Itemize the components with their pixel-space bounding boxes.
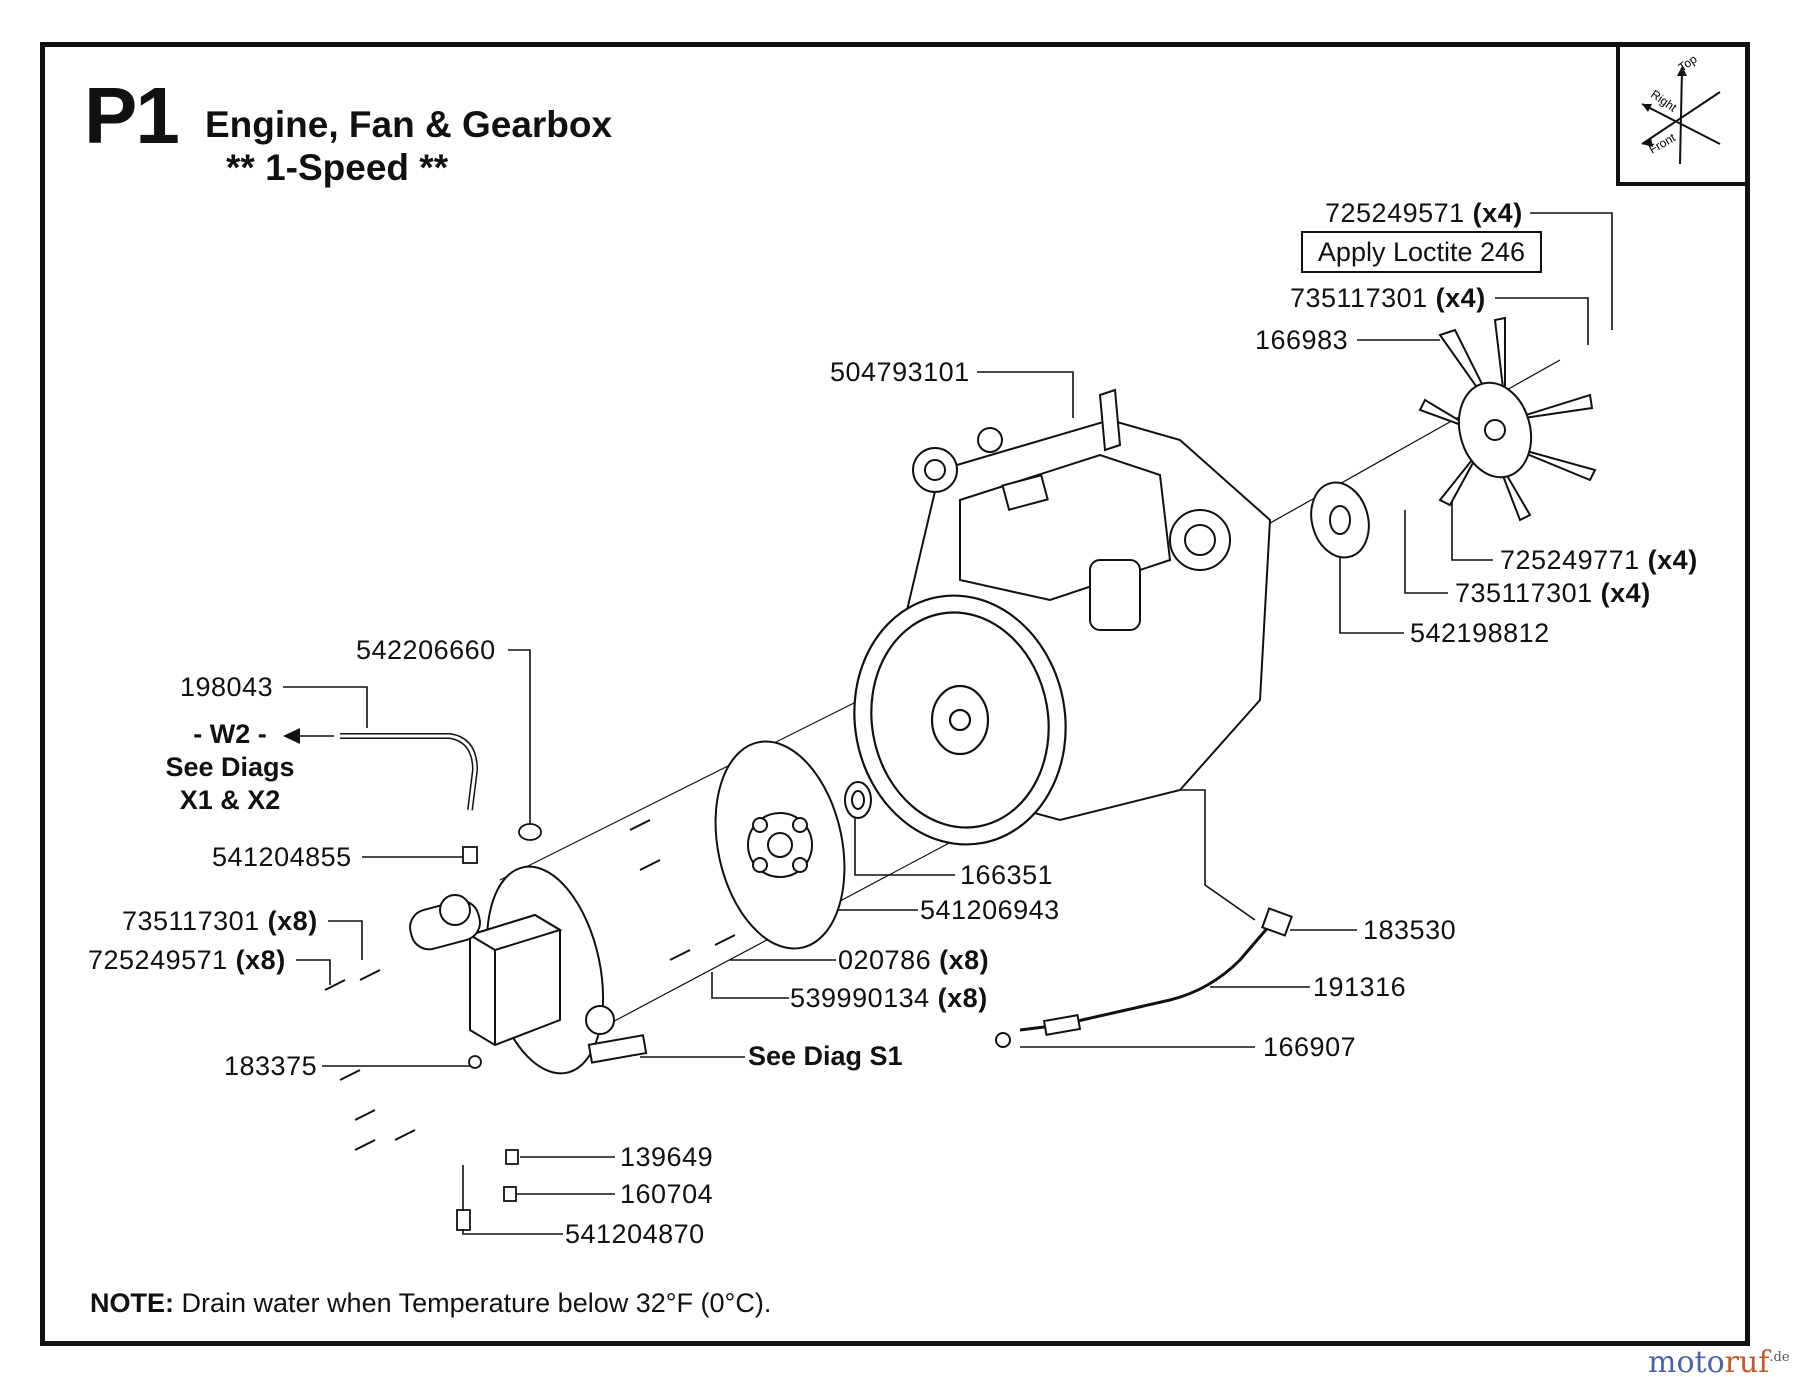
- callout-139649: 139649: [620, 1142, 714, 1172]
- callout-735117301-left: 735117301 (x8): [122, 906, 318, 937]
- diagram-subtitle: ** 1-Speed **: [226, 147, 449, 188]
- leader-542206660: [508, 649, 531, 830]
- callout-725249771: 725249771 (x4): [1500, 545, 1698, 576]
- spacer-ring: [844, 781, 872, 819]
- leader-183530-engine: [1110, 789, 1256, 921]
- gearbox-assembly: [409, 865, 648, 1075]
- note-label: NOTE:: [90, 1288, 174, 1318]
- leader-725249571-left: [296, 959, 331, 985]
- callout-541206943: 541206943: [920, 895, 1060, 925]
- part-qty: (x8): [937, 983, 988, 1013]
- fan-spacer: [1310, 481, 1370, 559]
- callout-735117301-mid: 735117301 (x4): [1455, 578, 1651, 609]
- part-number: 539990134: [790, 983, 930, 1013]
- w2-arrow-head: [283, 728, 300, 744]
- note-text: Drain water when Temperature below 32°F …: [174, 1288, 772, 1318]
- callout-542206660: 542206660: [356, 635, 496, 665]
- watermark-accent: ruf: [1724, 1345, 1770, 1380]
- callout-191316: 191316: [1313, 972, 1407, 1002]
- part-number: 725249571: [88, 945, 228, 975]
- callout-166907: 166907: [1263, 1032, 1357, 1062]
- watermark-logo: motoruf.de: [1648, 1345, 1790, 1380]
- part-number: 735117301: [1290, 283, 1428, 313]
- diagram-title: Engine, Fan & Gearbox: [205, 104, 613, 145]
- part-qty: (x4): [1435, 283, 1486, 313]
- leader-539990134: [711, 972, 789, 999]
- part-number: 735117301: [1455, 578, 1593, 608]
- part-qty: (x8): [939, 945, 990, 975]
- callout-541204870: 541204870: [565, 1219, 705, 1249]
- part-qty: (x4): [1472, 198, 1523, 228]
- callout-160704: 160704: [620, 1179, 714, 1209]
- callout-183375: 183375: [224, 1051, 318, 1081]
- callout-166983: 166983: [1255, 325, 1349, 355]
- leader-542198812: [1339, 545, 1404, 634]
- leader-735117301-mid: [1404, 510, 1448, 594]
- reference-see-diag-s1: See Diag S1: [748, 1041, 903, 1071]
- callout-198043: 198043: [180, 672, 274, 702]
- part-number: 725249571: [1325, 198, 1465, 228]
- bolt-set-left: [324, 819, 736, 1151]
- ref-w2-line3: X1 & X2: [179, 785, 281, 815]
- drain-note: NOTE: Drain water when Temperature below…: [90, 1288, 771, 1319]
- centre-line-upper: [499, 699, 861, 881]
- callout-166351: 166351: [960, 860, 1054, 890]
- callout-504793101: 504793101: [830, 357, 970, 387]
- part-qty: (x8): [235, 945, 286, 975]
- leader-725249571-top: [1530, 212, 1613, 330]
- watermark-main: moto: [1648, 1345, 1725, 1380]
- callout-020786: 020786 (x8): [838, 945, 989, 976]
- callout-725249571-top: 725249571 (x4): [1325, 198, 1523, 229]
- orientation-axes-icon: Top Right Front: [1641, 52, 1721, 165]
- cooling-fan: [1418, 316, 1597, 522]
- part-qty: (x4): [1600, 578, 1651, 608]
- leader-504793101: [977, 371, 1074, 418]
- leader-735117301-left: [328, 920, 363, 960]
- part-number: 735117301: [122, 906, 260, 936]
- callout-725249571-left: 725249571 (x8): [88, 945, 286, 976]
- coupling-plate: [714, 740, 846, 950]
- sensor-fittings: [995, 907, 1293, 1048]
- breather-hose: [340, 733, 479, 811]
- callout-539990134: 539990134 (x8): [790, 983, 988, 1014]
- loctite-note: Apply Loctite 246: [1301, 231, 1542, 273]
- flywheel-housing: [853, 594, 1067, 846]
- leader-198043: [283, 686, 368, 728]
- ref-w2-line1: - W2 -: [193, 719, 267, 749]
- leader-541204870: [462, 1165, 563, 1235]
- sensor-harness: [1019, 924, 1272, 1032]
- reference-w2: - W2 - See Diags X1 & X2: [150, 718, 310, 817]
- callout-541204855: 541204855: [212, 842, 352, 872]
- part-qty: (x4): [1647, 545, 1698, 575]
- leader-166351: [854, 800, 955, 876]
- leader-725249771: [1451, 485, 1493, 561]
- callout-735117301-top: 735117301 (x4): [1290, 283, 1486, 314]
- callout-542198812: 542198812: [1410, 618, 1550, 648]
- watermark-suffix: .de: [1769, 1350, 1790, 1365]
- part-number: 020786: [838, 945, 932, 975]
- orientation-box: Top Right Front: [1616, 44, 1746, 186]
- ref-w2-line2: See Diags: [165, 752, 295, 782]
- leader-735117301-top: [1495, 297, 1589, 345]
- diagram-frame: [40, 42, 1750, 1346]
- callout-183530: 183530: [1363, 915, 1457, 945]
- part-number: 725249771: [1500, 545, 1640, 575]
- part-qty: (x8): [267, 906, 318, 936]
- small-fittings: [456, 823, 542, 1231]
- sheet-id: P1: [84, 71, 180, 160]
